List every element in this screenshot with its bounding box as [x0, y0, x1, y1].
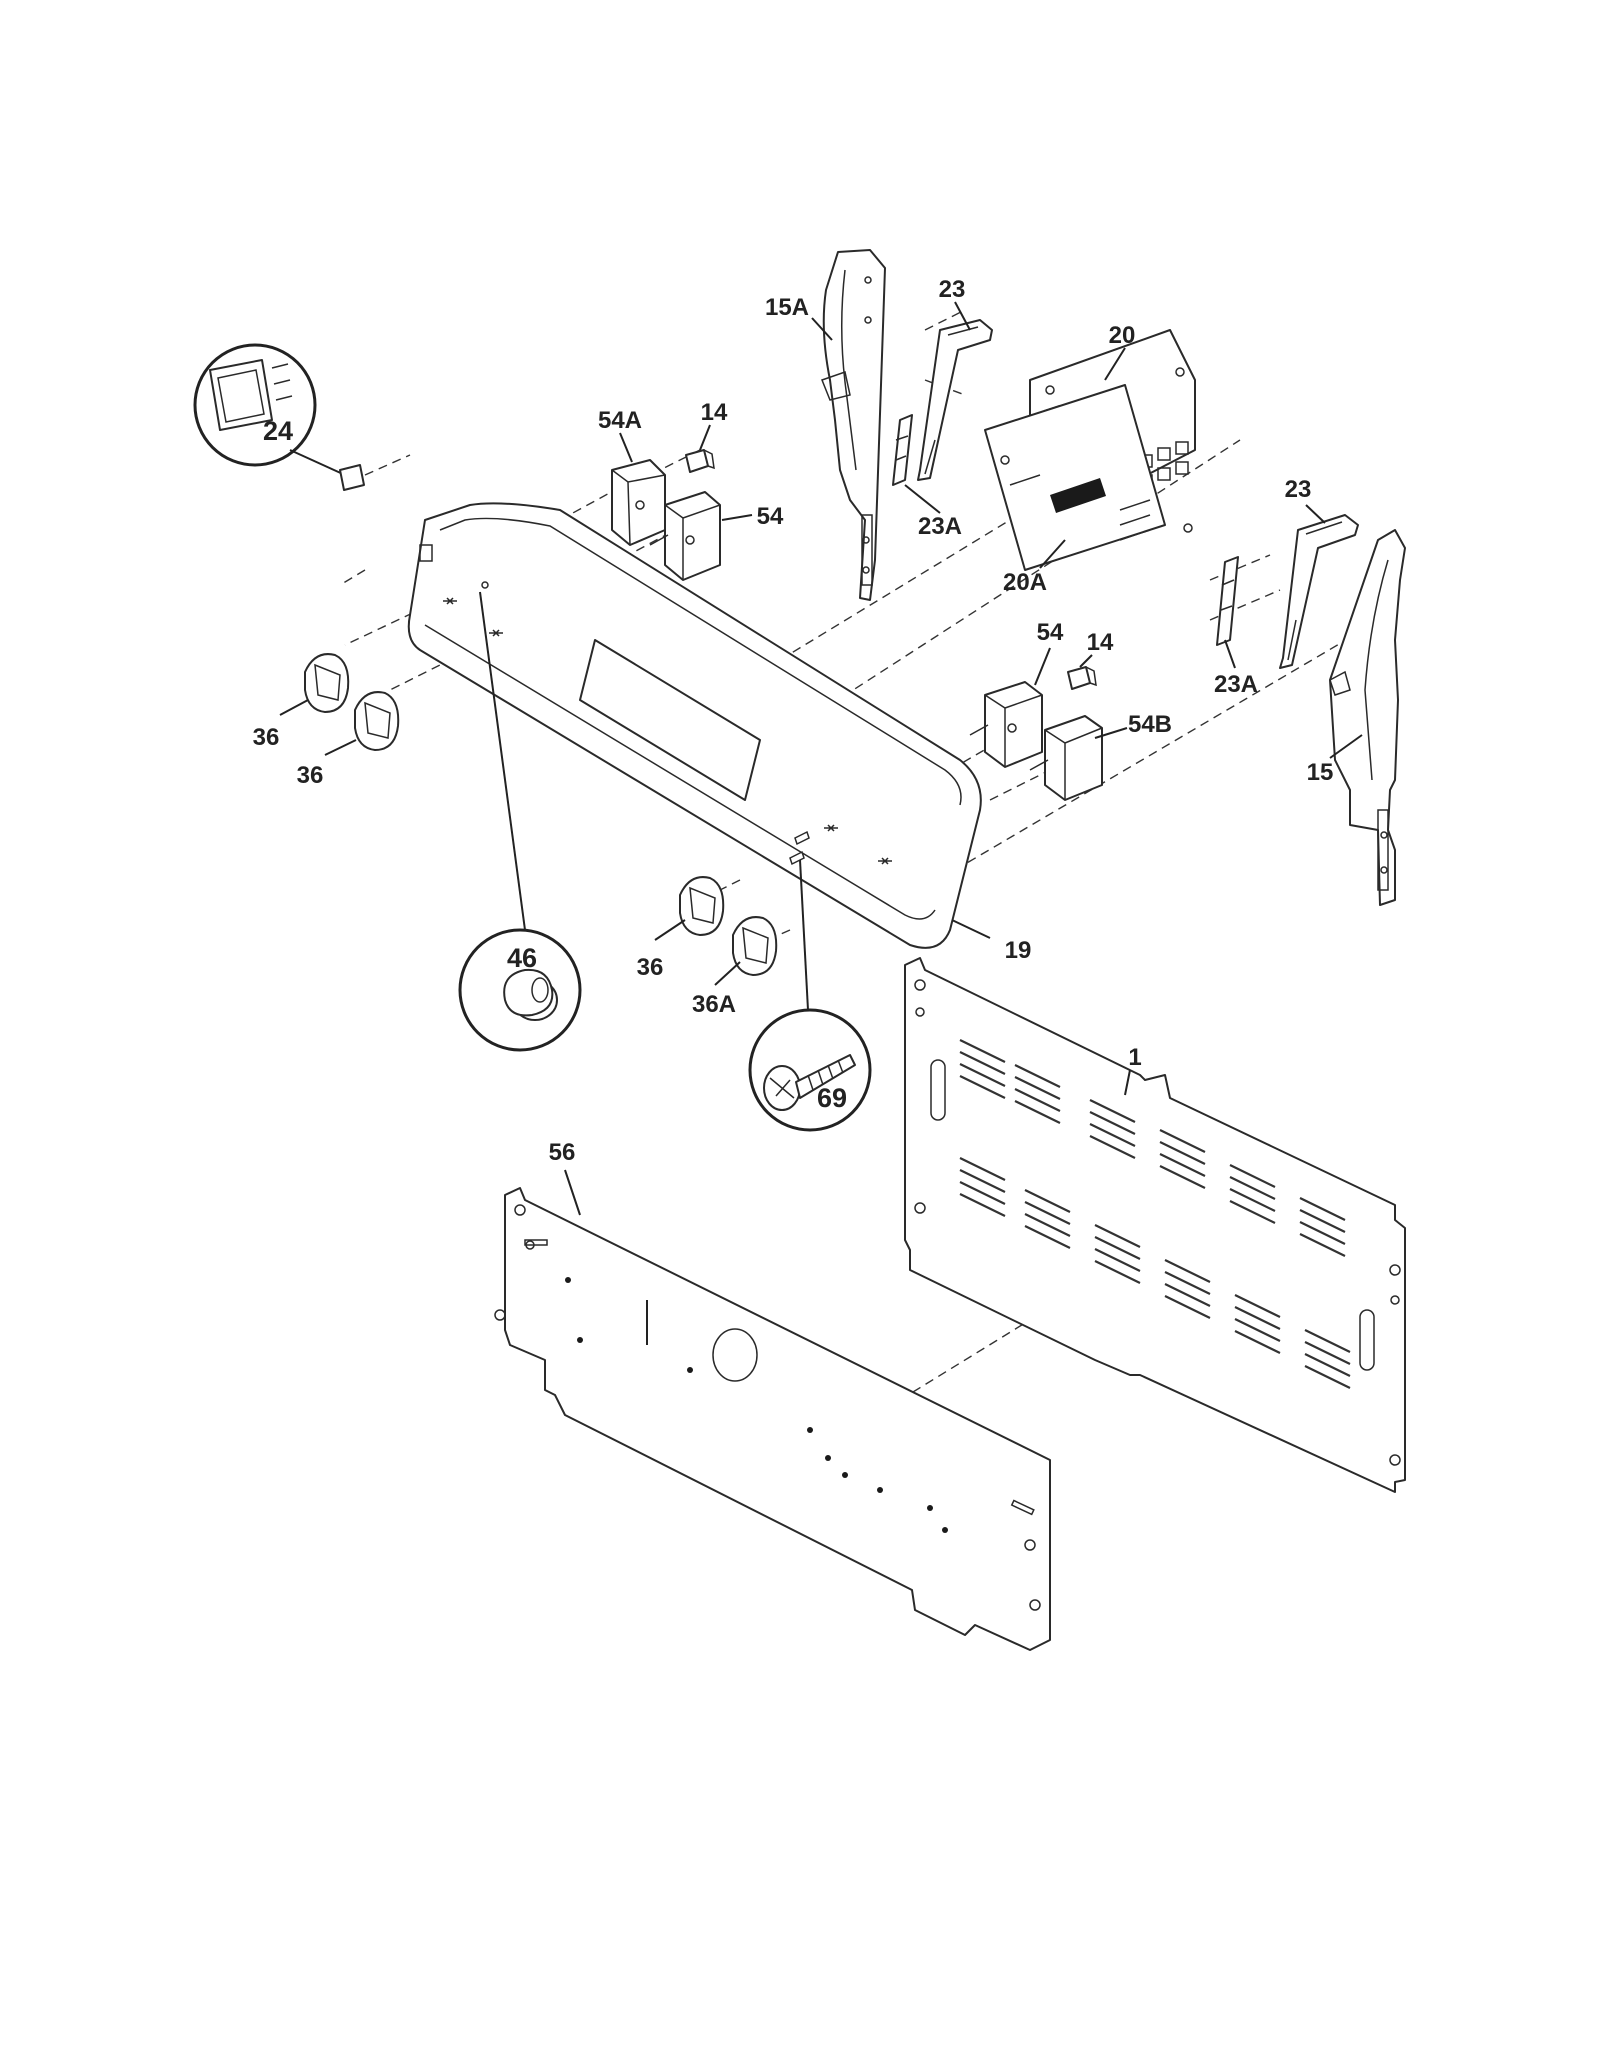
- label-36-first: 36: [253, 724, 280, 751]
- label-20: 20: [1109, 322, 1136, 349]
- label-14-lower: 14: [1087, 629, 1114, 656]
- label-19: 19: [1005, 937, 1032, 964]
- label-23A-upper: 23A: [918, 513, 962, 540]
- part-23A-clip-upper: [892, 414, 913, 486]
- label-36A: 36A: [692, 991, 736, 1018]
- label-23-upper: 23: [939, 276, 966, 303]
- label-1: 1: [1128, 1044, 1141, 1071]
- label-15A: 15A: [765, 294, 809, 321]
- label-23A-right: 23A: [1214, 671, 1258, 698]
- part-19-control-panel: [407, 502, 982, 949]
- label-24: 24: [263, 416, 293, 446]
- part-24-switch-callout: [193, 343, 411, 491]
- part-14-upper-indicator: [685, 449, 715, 473]
- part-23A-clip-right: [1216, 556, 1239, 646]
- part-36-knob-2: [354, 691, 400, 751]
- label-56: 56: [549, 1139, 576, 1166]
- part-69-screw-callout: [748, 859, 872, 1132]
- label-15: 15: [1307, 759, 1334, 786]
- label-23-right: 23: [1285, 476, 1312, 503]
- part-1-rear-panel: [904, 957, 1406, 1493]
- part-15-side-trim: [1329, 529, 1406, 906]
- label-36-second: 36: [297, 762, 324, 789]
- label-20A: 20A: [1003, 569, 1047, 596]
- part-54B-switch: [1029, 715, 1103, 801]
- callout-labels: 15A 23 20 54A 14 54 24 23A 20A 23 36 36 …: [253, 276, 1334, 1166]
- label-54A: 54A: [598, 407, 642, 434]
- part-20A-overlay: [984, 384, 1166, 571]
- leader-lines: [279, 301, 1363, 1216]
- part-54A-switch: [611, 459, 666, 546]
- label-69: 69: [817, 1083, 847, 1113]
- part-23-bracket-upper: [917, 319, 993, 481]
- part-36A-knob: [732, 916, 778, 976]
- panel-mounting-marks: [443, 597, 892, 865]
- label-46: 46: [507, 943, 537, 973]
- part-23-bracket-right: [1279, 514, 1359, 669]
- part-15A-side-trim: [821, 249, 886, 601]
- label-54-lower: 54: [1037, 619, 1064, 646]
- label-54B: 54B: [1128, 711, 1172, 738]
- label-14-upper: 14: [701, 399, 728, 426]
- label-54-upper: 54: [757, 503, 784, 530]
- part-36-knob-1: [304, 653, 350, 713]
- part-14-lower-indicator: [1067, 666, 1097, 690]
- part-56-lower-panel: [494, 1187, 1051, 1651]
- part-54-upper-switch: [649, 491, 721, 581]
- vent-slots: [959, 1039, 1351, 1389]
- part-36-knob-3: [679, 876, 725, 936]
- label-36-third: 36: [637, 954, 664, 981]
- part-46-bumper-callout: [458, 591, 582, 1052]
- part-54-lower-switch: [969, 681, 1043, 768]
